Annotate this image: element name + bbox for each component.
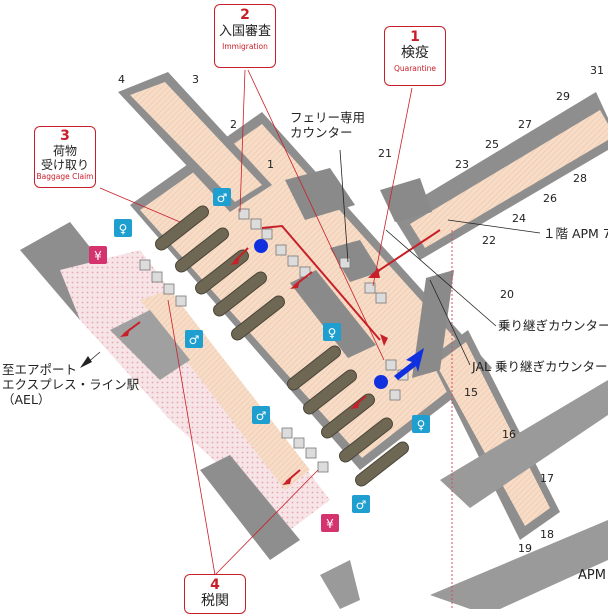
gate-label: 24	[512, 212, 526, 225]
gate-label: 23	[455, 158, 469, 171]
svg-text:♂: ♂	[256, 409, 267, 423]
gate-label: 3	[192, 73, 199, 86]
callout-title: 受け取り	[40, 158, 89, 172]
callout-subtitle: Quarantine	[393, 64, 437, 73]
immigration-callout: 2 入国審査 Immigration	[214, 4, 276, 68]
gate-label: 29	[556, 90, 570, 103]
callout-title: 荷物	[52, 144, 77, 158]
ael-arrow	[80, 356, 92, 368]
svg-text:♂: ♂	[217, 191, 228, 205]
gate-label: 1	[267, 158, 274, 171]
baggage-carousels	[155, 205, 409, 487]
svg-text:♀: ♀	[119, 222, 128, 236]
restroom-icons: ♂ ♀ ♂ ♀ ♂ ♀ ♂	[114, 188, 430, 513]
gate-label: 16	[502, 428, 516, 441]
restroom-icon: ♀	[412, 415, 430, 433]
callout-number: 3	[60, 128, 70, 144]
direction-arrow-icon	[394, 348, 424, 380]
restroom-icon: ♀	[323, 323, 341, 341]
gate-label: 21	[378, 147, 392, 160]
pier-gates-21-31	[392, 92, 608, 260]
callout-number: 2	[240, 7, 250, 23]
apm-track	[320, 380, 608, 609]
callout-subtitle: Immigration	[222, 42, 268, 51]
apm-label: APM	[578, 568, 606, 583]
restroom-icon: ♂	[185, 330, 203, 348]
customs-callout: 4 税関	[184, 574, 246, 614]
landside-area	[20, 222, 330, 560]
gate-label: 20	[500, 288, 514, 301]
pier-gates-1-4	[118, 72, 272, 212]
callout-title: 入国審査	[218, 24, 271, 39]
gate-numbers: 1 2 3 4 15 16 17 18 19 20 21 22 23 24 25…	[118, 64, 604, 555]
svg-text:♂: ♂	[356, 498, 367, 512]
yen-exchange-icon: ¥	[321, 514, 339, 532]
restroom-icon: ♀	[114, 219, 132, 237]
callout-leaders	[99, 69, 413, 576]
callout-number: 4	[210, 577, 220, 593]
apm-1f-label: １階 APM 7	[543, 226, 608, 241]
airport-express-label: 至エアポート エクスプレス・ライン駅 （AEL）	[2, 362, 140, 407]
gate-label: 28	[573, 172, 587, 185]
gate-label: 19	[518, 542, 532, 555]
gate-label: 17	[540, 472, 554, 485]
gate-label: 27	[518, 118, 532, 131]
gate-label: 31	[590, 64, 604, 77]
gate-label: 2	[230, 118, 237, 131]
svg-text:♂: ♂	[189, 333, 200, 347]
gate-label: 25	[485, 138, 499, 151]
gate-label: 4	[118, 73, 125, 86]
transfer-counter-label: 乗り継ぎカウンター	[498, 318, 608, 333]
callout-title: 税関	[201, 593, 229, 609]
gate-label: 26	[543, 192, 557, 205]
route-arrowheads	[120, 256, 388, 485]
gate-label: 15	[464, 386, 478, 399]
restroom-icon: ♂	[252, 406, 270, 424]
current-location-marker	[374, 375, 388, 389]
callout-title: 検疫	[401, 45, 429, 61]
svg-text:♀: ♀	[328, 326, 337, 340]
ferry-counter-label: フェリー専用 カウンター	[290, 110, 366, 140]
baggage-claim-callout: 3 荷物 受け取り Baggage Claim	[34, 126, 96, 188]
restroom-icon: ♂	[352, 495, 370, 513]
current-location-marker	[254, 239, 268, 253]
yen-exchange-icon: ¥	[89, 246, 107, 264]
gate-label: 22	[482, 234, 496, 247]
counter-booths	[139, 208, 409, 473]
svg-text:¥: ¥	[94, 249, 102, 263]
callout-subtitle: Baggage Claim	[36, 172, 94, 181]
svg-text:¥: ¥	[326, 517, 334, 531]
jal-transfer-counter-label: JAL 乗り継ぎカウンター	[472, 359, 608, 374]
gate-label: 18	[540, 528, 554, 541]
restroom-icon: ♂	[213, 188, 231, 206]
svg-text:♀: ♀	[417, 418, 426, 432]
pier-gates-15-19	[430, 330, 560, 540]
currency-icons: ¥ ¥	[89, 246, 339, 532]
callout-number: 1	[410, 29, 420, 45]
quarantine-callout: 1 検疫 Quarantine	[384, 26, 446, 86]
